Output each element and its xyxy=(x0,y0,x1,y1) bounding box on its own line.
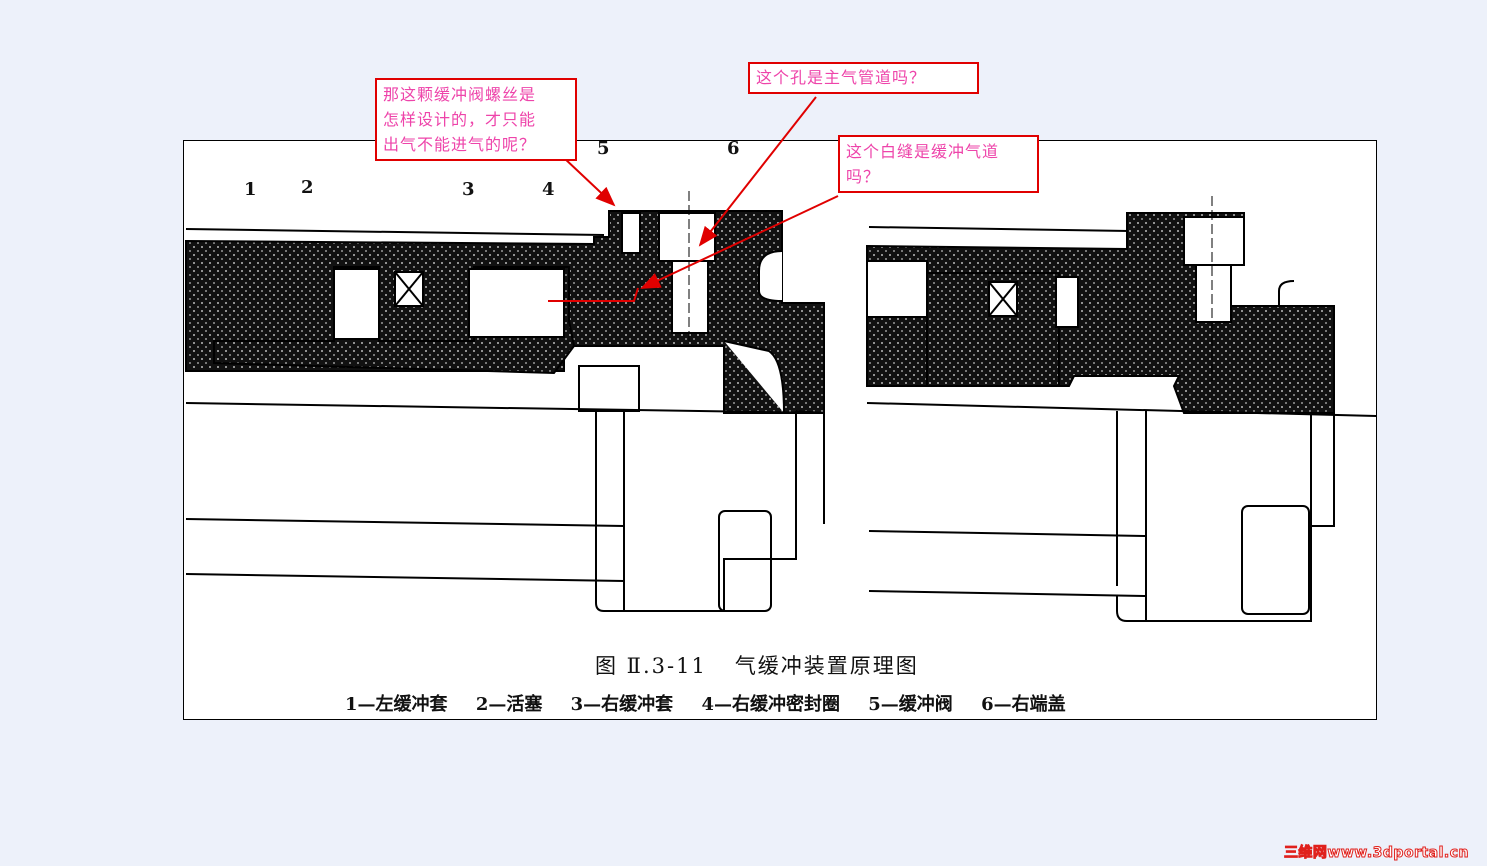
diagram-frame: 1 2 3 4 5 6 xyxy=(183,138,1377,720)
annotation-line: 吗？ xyxy=(846,167,881,186)
annotation-gap-question: 这个白缝是缓冲气道 吗？ xyxy=(838,135,1039,193)
figure-legend: 1—左缓冲套 2—活塞 3—右缓冲套 4—右缓冲密封圈 5—缓冲阀 6—右端盖 xyxy=(345,690,1088,716)
figure-number: 图 Ⅱ.3-11 xyxy=(595,654,707,678)
legend-item: 1—左缓冲套 xyxy=(345,694,448,715)
annotation-valve-question: 那这颗缓冲阀螺丝是 怎样设计的，才只能 出气不能进气的呢？ xyxy=(375,78,577,161)
figure-title: 图 Ⅱ.3-11 气缓冲装置原理图 xyxy=(595,650,919,680)
legend-item: 6—右端盖 xyxy=(981,694,1066,715)
annotation-line: 这个白缝是缓冲气道 xyxy=(846,142,1000,161)
annotation-line: 怎样设计的，才只能 xyxy=(383,110,537,129)
annotation-hole-question: 这个孔是主气管道吗？ xyxy=(748,62,979,94)
cylinder-cross-section-drawing xyxy=(185,191,1376,622)
right-view xyxy=(866,196,1376,622)
part-number-1: 1 xyxy=(244,179,257,200)
part-number-5: 5 xyxy=(597,138,610,159)
annotation-line: 那这颗缓冲阀螺丝是 xyxy=(383,85,537,104)
site-watermark: 三维网www.3dportal.cn xyxy=(1283,845,1469,862)
legend-item: 3—右缓冲套 xyxy=(570,694,674,715)
legend-item: 4—右缓冲密封圈 xyxy=(701,694,840,715)
part-number-3: 3 xyxy=(462,179,475,200)
part-number-6: 6 xyxy=(727,138,740,159)
legend-item: 5—缓冲阀 xyxy=(868,694,953,715)
part-number-4: 4 xyxy=(542,179,555,200)
part-number-2: 2 xyxy=(301,177,314,198)
figure-title-text: 气缓冲装置原理图 xyxy=(734,654,919,678)
left-view xyxy=(185,191,825,612)
legend-item: 2—活塞 xyxy=(475,694,543,715)
annotation-line: 出气不能进气的呢？ xyxy=(383,135,537,154)
annotation-line: 这个孔是主气管道吗？ xyxy=(756,68,927,87)
